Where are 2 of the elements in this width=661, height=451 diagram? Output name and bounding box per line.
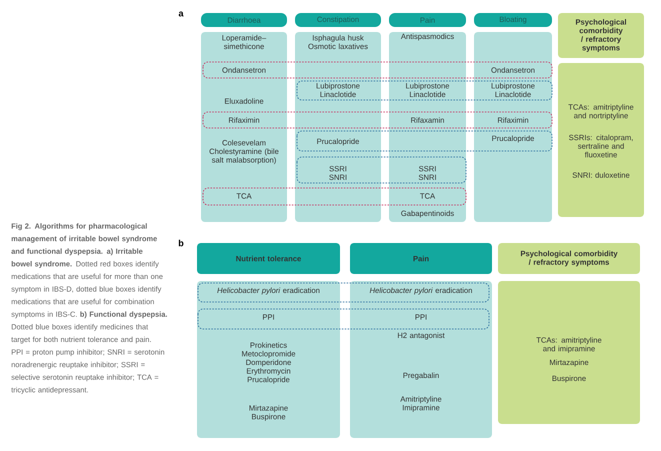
panel-letter: b (178, 240, 184, 246)
panel-letter: a (178, 12, 184, 16)
